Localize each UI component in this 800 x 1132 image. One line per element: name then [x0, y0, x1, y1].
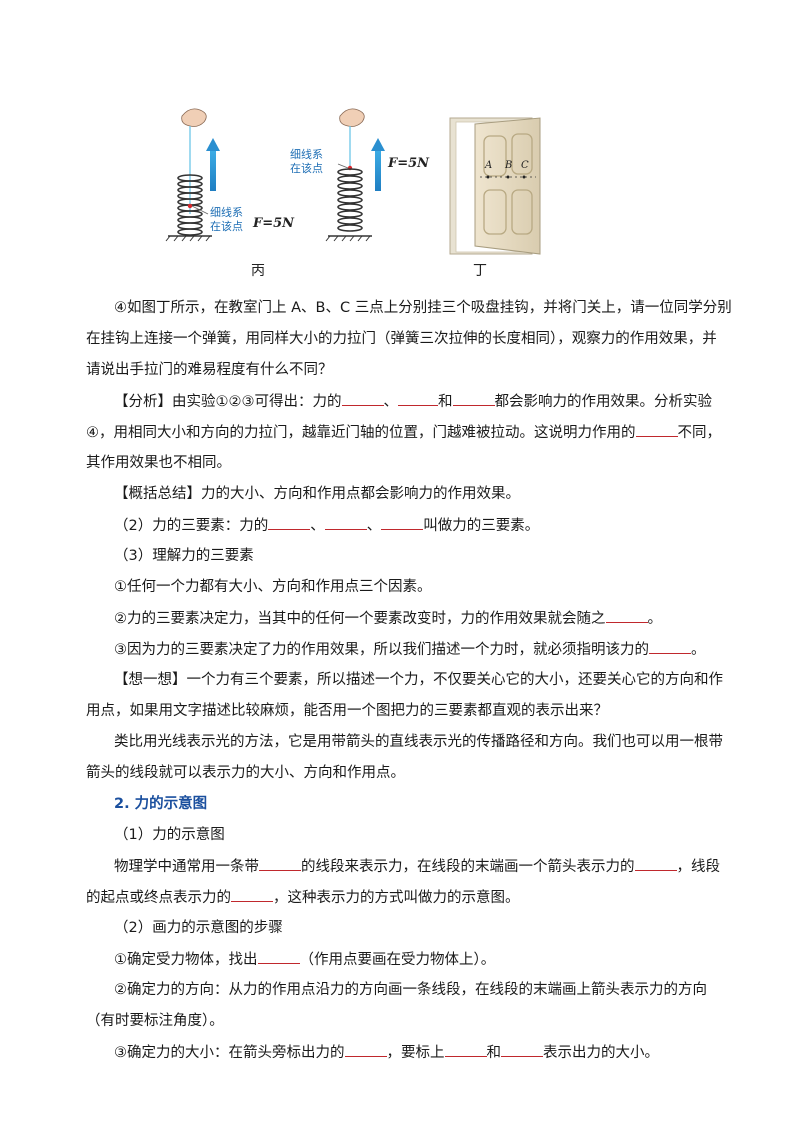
analysis-text-d: 都会影响力的作用效果。分析实验	[494, 394, 713, 410]
caption-ding: 丁	[473, 263, 487, 279]
step-3: ③确定力的大小：在箭头旁标出力的 ，要标上 和 表示出力的大小。	[86, 1042, 754, 1063]
experiment-figure: F=5N F=5N 细线系 在该点 细线系 在该点 A B C 丙 丁	[150, 96, 570, 286]
three-elements-line: （2）力的三要素：力的 、 、 叫做力的三要素。	[86, 515, 754, 536]
blank[interactable]	[231, 887, 273, 902]
diagram-def-text-b: 的线段来表示力，在线段的末端画一个箭头表示力的	[301, 859, 635, 875]
step-1-text-b: （作用点要画在受力物体上）。	[299, 952, 496, 968]
section-heading-2: 2. 力的示意图	[114, 796, 208, 812]
door-point-a: A	[485, 160, 493, 171]
analysis-text-f: 不同，	[677, 425, 722, 441]
caption-bing: 丙	[251, 263, 265, 279]
three-elements-text-a: （2）力的三要素：力的	[114, 518, 269, 534]
paragraph-4-line1: ④如图丁所示，在教室门上 A、B、C 三点上分别挂三个吸盘挂钩，并将门关上，请一…	[114, 300, 732, 316]
diagram-def-line1: 物理学中通常用一条带 的线段来表示力，在线段的末端画一个箭头表示力的 ，线段	[86, 856, 754, 877]
paragraph-4-line3: 请说出手拉门的难易程度有什么不同？	[86, 362, 333, 378]
analysis-line3: 其作用效果也不相同。	[86, 455, 231, 471]
annotation-2-line2: 在该点	[290, 162, 323, 175]
blank[interactable]	[257, 949, 300, 964]
blank[interactable]	[452, 391, 495, 406]
blank[interactable]	[635, 422, 678, 437]
three-elements-text-c: 、	[366, 518, 382, 534]
analogy-line1: 类比用光线表示光的方法，它是用带箭头的直线表示光的传播路径和方向。我们也可以用一…	[114, 734, 723, 750]
diagram-def-text-a: 物理学中通常用一条带	[114, 859, 259, 875]
diagram-def-line2: 的起点或终点表示力的 ，这种表示力的方式叫做力的示意图。	[86, 887, 726, 908]
blank[interactable]	[268, 515, 311, 530]
blank[interactable]	[344, 1042, 387, 1057]
door-point-b: B	[505, 160, 513, 171]
blank[interactable]	[398, 391, 438, 406]
analogy-line2: 箭头的线段就可以表示力的大小、方向和作用点。	[86, 765, 405, 781]
steps-subheading: （2）画力的示意图的步骤	[114, 920, 283, 936]
diagram-def-text-d: 的起点或终点表示力的	[86, 890, 231, 906]
blank[interactable]	[324, 515, 367, 530]
spring-setup-1	[165, 108, 220, 242]
door-point-c: C	[521, 160, 529, 171]
annotation-2: 细线系 在该点	[290, 148, 323, 176]
summary-line: 【概括总结】力的大小、方向和作用点都会影响力的作用效果。	[114, 486, 520, 502]
annotation-2-line1: 细线系	[290, 148, 323, 161]
step-2-line2: （有时要标注角度）。	[86, 1013, 224, 1029]
blank[interactable]	[634, 856, 677, 871]
think-line1: 【想一想】一个力有三个要素，所以描述一个力，不仅要关心它的大小，还要关心它的方向…	[114, 672, 723, 688]
analysis-line1: 【分析】由实验①②③可得出：力的 、 和 都会影响力的作用效果。分析实验	[86, 391, 754, 412]
blank[interactable]	[501, 1042, 543, 1057]
analysis-text-c: 和	[438, 394, 453, 410]
understanding-item-2: ②力的三要素决定力，当其中的任何一个要素改变时，力的作用效果就会随之 。	[86, 608, 754, 629]
understanding-item-3: ③因为力的三要素决定了力的作用效果，所以我们描述一个力时，就必须指明该力的 。	[86, 639, 754, 660]
think-line2: 用点，如果用文字描述比较麻烦，能否用一个图把力的三要素都直观的表示出来？	[86, 703, 608, 719]
force-label-2: F=5N	[388, 156, 430, 171]
diagram-def-text-e: ，这种表示力的方式叫做力的示意图。	[273, 890, 520, 906]
annotation-1-line2: 在该点	[210, 220, 243, 233]
analysis-text-a: 【分析】由实验①②③可得出：力的	[114, 394, 342, 410]
blank[interactable]	[259, 856, 301, 871]
step-2-line1: ②确定力的方向：从力的作用点沿力的方向画一条线段，在线段的末端画上箭头表示力的方…	[114, 982, 707, 998]
blank[interactable]	[341, 391, 384, 406]
understanding-item-1: ①任何一个力都有大小、方向和作用点三个因素。	[114, 579, 432, 595]
diagram-def-text-c: ，线段	[676, 859, 721, 875]
understanding-item-2-end: 。	[647, 611, 663, 627]
step-1-text-a: ①确定受力物体，找出	[114, 952, 258, 968]
step-1: ①确定受力物体，找出 （作用点要画在受力物体上）。	[86, 949, 754, 970]
paragraph-4-line2: 在挂钩上连接一个弹簧，用同样大小的力拉门（弹簧三次拉伸的长度相同），观察力的作用…	[86, 331, 717, 347]
annotation-1: 细线系 在该点	[210, 206, 243, 234]
step-3-text-a: ③确定力的大小：在箭头旁标出力的	[114, 1045, 345, 1061]
three-elements-text-d: 叫做力的三要素。	[423, 518, 540, 534]
understanding-item-3-text: ③因为力的三要素决定了力的作用效果，所以我们描述一个力时，就必须指明该力的	[114, 642, 649, 658]
blank[interactable]	[605, 608, 648, 623]
spring-setup-2	[325, 108, 385, 242]
experiment-illustration	[165, 108, 541, 255]
step-3-text-d: 表示出力的大小。	[543, 1045, 659, 1061]
understanding-item-2-text: ②力的三要素决定力，当其中的任何一个要素改变时，力的作用效果就会随之	[114, 611, 606, 627]
analysis-text-e: ④，用相同大小和方向的力拉门，越靠近门轴的位置，门越难被拉动。这说明力作用的	[86, 425, 636, 441]
door-illustration	[449, 117, 541, 255]
blank[interactable]	[381, 515, 424, 530]
analysis-line2: ④，用相同大小和方向的力拉门，越靠近门轴的位置，门越难被拉动。这说明力作用的 不同…	[86, 422, 726, 443]
blank[interactable]	[444, 1042, 487, 1057]
step-3-text-b: ，要标上	[386, 1045, 445, 1061]
diagram-subheading: （1）力的示意图	[114, 827, 225, 843]
annotation-1-line1: 细线系	[210, 206, 243, 219]
analysis-text-b: 、	[383, 394, 399, 410]
force-label-1: F=5N	[253, 216, 295, 231]
understanding-heading: （3）理解力的三要素	[114, 548, 254, 564]
step-3-text-c: 和	[486, 1045, 502, 1061]
understanding-item-3-end: 。	[691, 642, 706, 658]
three-elements-text-b: 、	[310, 518, 325, 534]
blank[interactable]	[649, 639, 691, 654]
